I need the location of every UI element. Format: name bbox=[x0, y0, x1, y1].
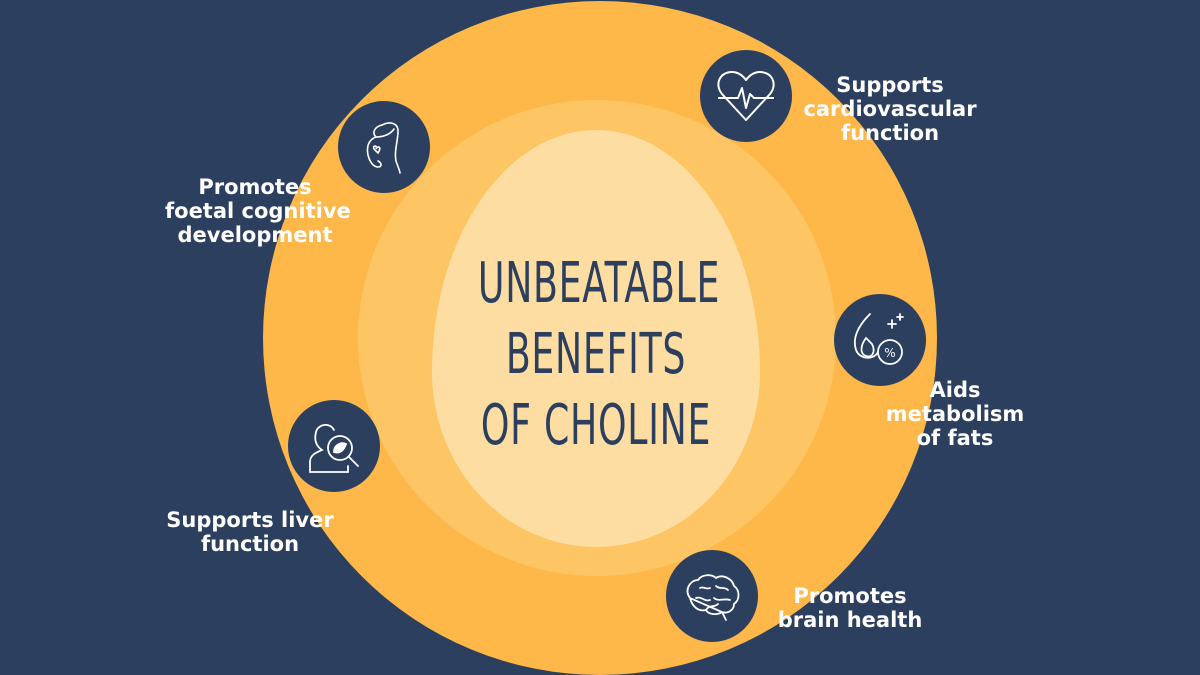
benefit-label-line: Promotes bbox=[198, 175, 312, 199]
svg-text:%: % bbox=[884, 346, 895, 360]
benefit-label-line: development bbox=[177, 223, 333, 247]
benefit-label-line: function bbox=[840, 121, 940, 145]
benefit-label-line: brain health bbox=[777, 608, 923, 632]
benefit-label-line: cardiovascular bbox=[803, 97, 977, 121]
benefit-label-line: foetal cognitive bbox=[165, 199, 351, 223]
benefit-label-line: Supports liver bbox=[166, 508, 334, 532]
brain-icon bbox=[666, 550, 758, 642]
page-title: UNBEATABLE BENEFITS OF CHOLINE bbox=[477, 248, 721, 461]
benefit-label-line: function bbox=[200, 532, 300, 556]
benefit-label-line: Promotes bbox=[793, 584, 907, 608]
liver-magnifier-icon bbox=[288, 400, 380, 492]
heart-pulse-icon bbox=[700, 50, 792, 142]
title-line-2: BENEFITS bbox=[505, 322, 687, 387]
egg-shape bbox=[432, 130, 760, 547]
benefit-label-line: Supports bbox=[836, 73, 944, 97]
benefit-label-line: metabolism bbox=[885, 402, 1025, 426]
fat-metabolism-icon: % bbox=[834, 294, 926, 386]
title-line-3: OF CHOLINE bbox=[480, 393, 712, 458]
title-line-1: UNBEATABLE bbox=[477, 251, 721, 316]
benefit-label-line: of fats bbox=[916, 426, 994, 450]
pregnant-woman-icon bbox=[338, 101, 430, 193]
benefit-label-line: Aids bbox=[929, 378, 981, 402]
